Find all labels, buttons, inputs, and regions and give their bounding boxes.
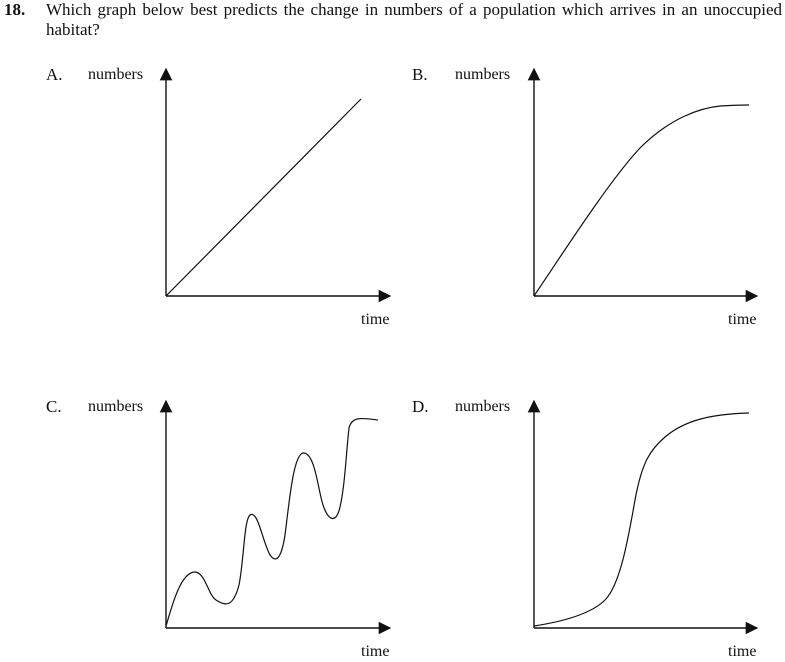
option-c-y-label: numbers xyxy=(88,398,144,415)
question-number: 18. xyxy=(4,0,26,19)
option-b-y-label: numbers xyxy=(455,66,511,83)
graph-c-curve xyxy=(165,417,379,627)
option-b-letter: B. xyxy=(412,65,428,84)
graph-d-curve xyxy=(533,412,750,627)
graph-a-curve xyxy=(165,98,362,297)
option-c-x-label: time xyxy=(361,643,390,660)
option-d-y-label: numbers xyxy=(455,398,511,415)
graph-b-curve xyxy=(533,104,750,297)
option-b-x-label: time xyxy=(728,311,757,328)
option-c-letter: C. xyxy=(46,397,62,416)
option-d-letter: D. xyxy=(412,397,429,416)
question-text: Which graph below best predicts the chan… xyxy=(46,0,782,39)
option-a-letter: A. xyxy=(46,65,63,84)
option-a-y-label: numbers xyxy=(88,66,144,83)
option-a-x-label: time xyxy=(361,311,390,328)
option-d-x-label: time xyxy=(728,643,757,660)
